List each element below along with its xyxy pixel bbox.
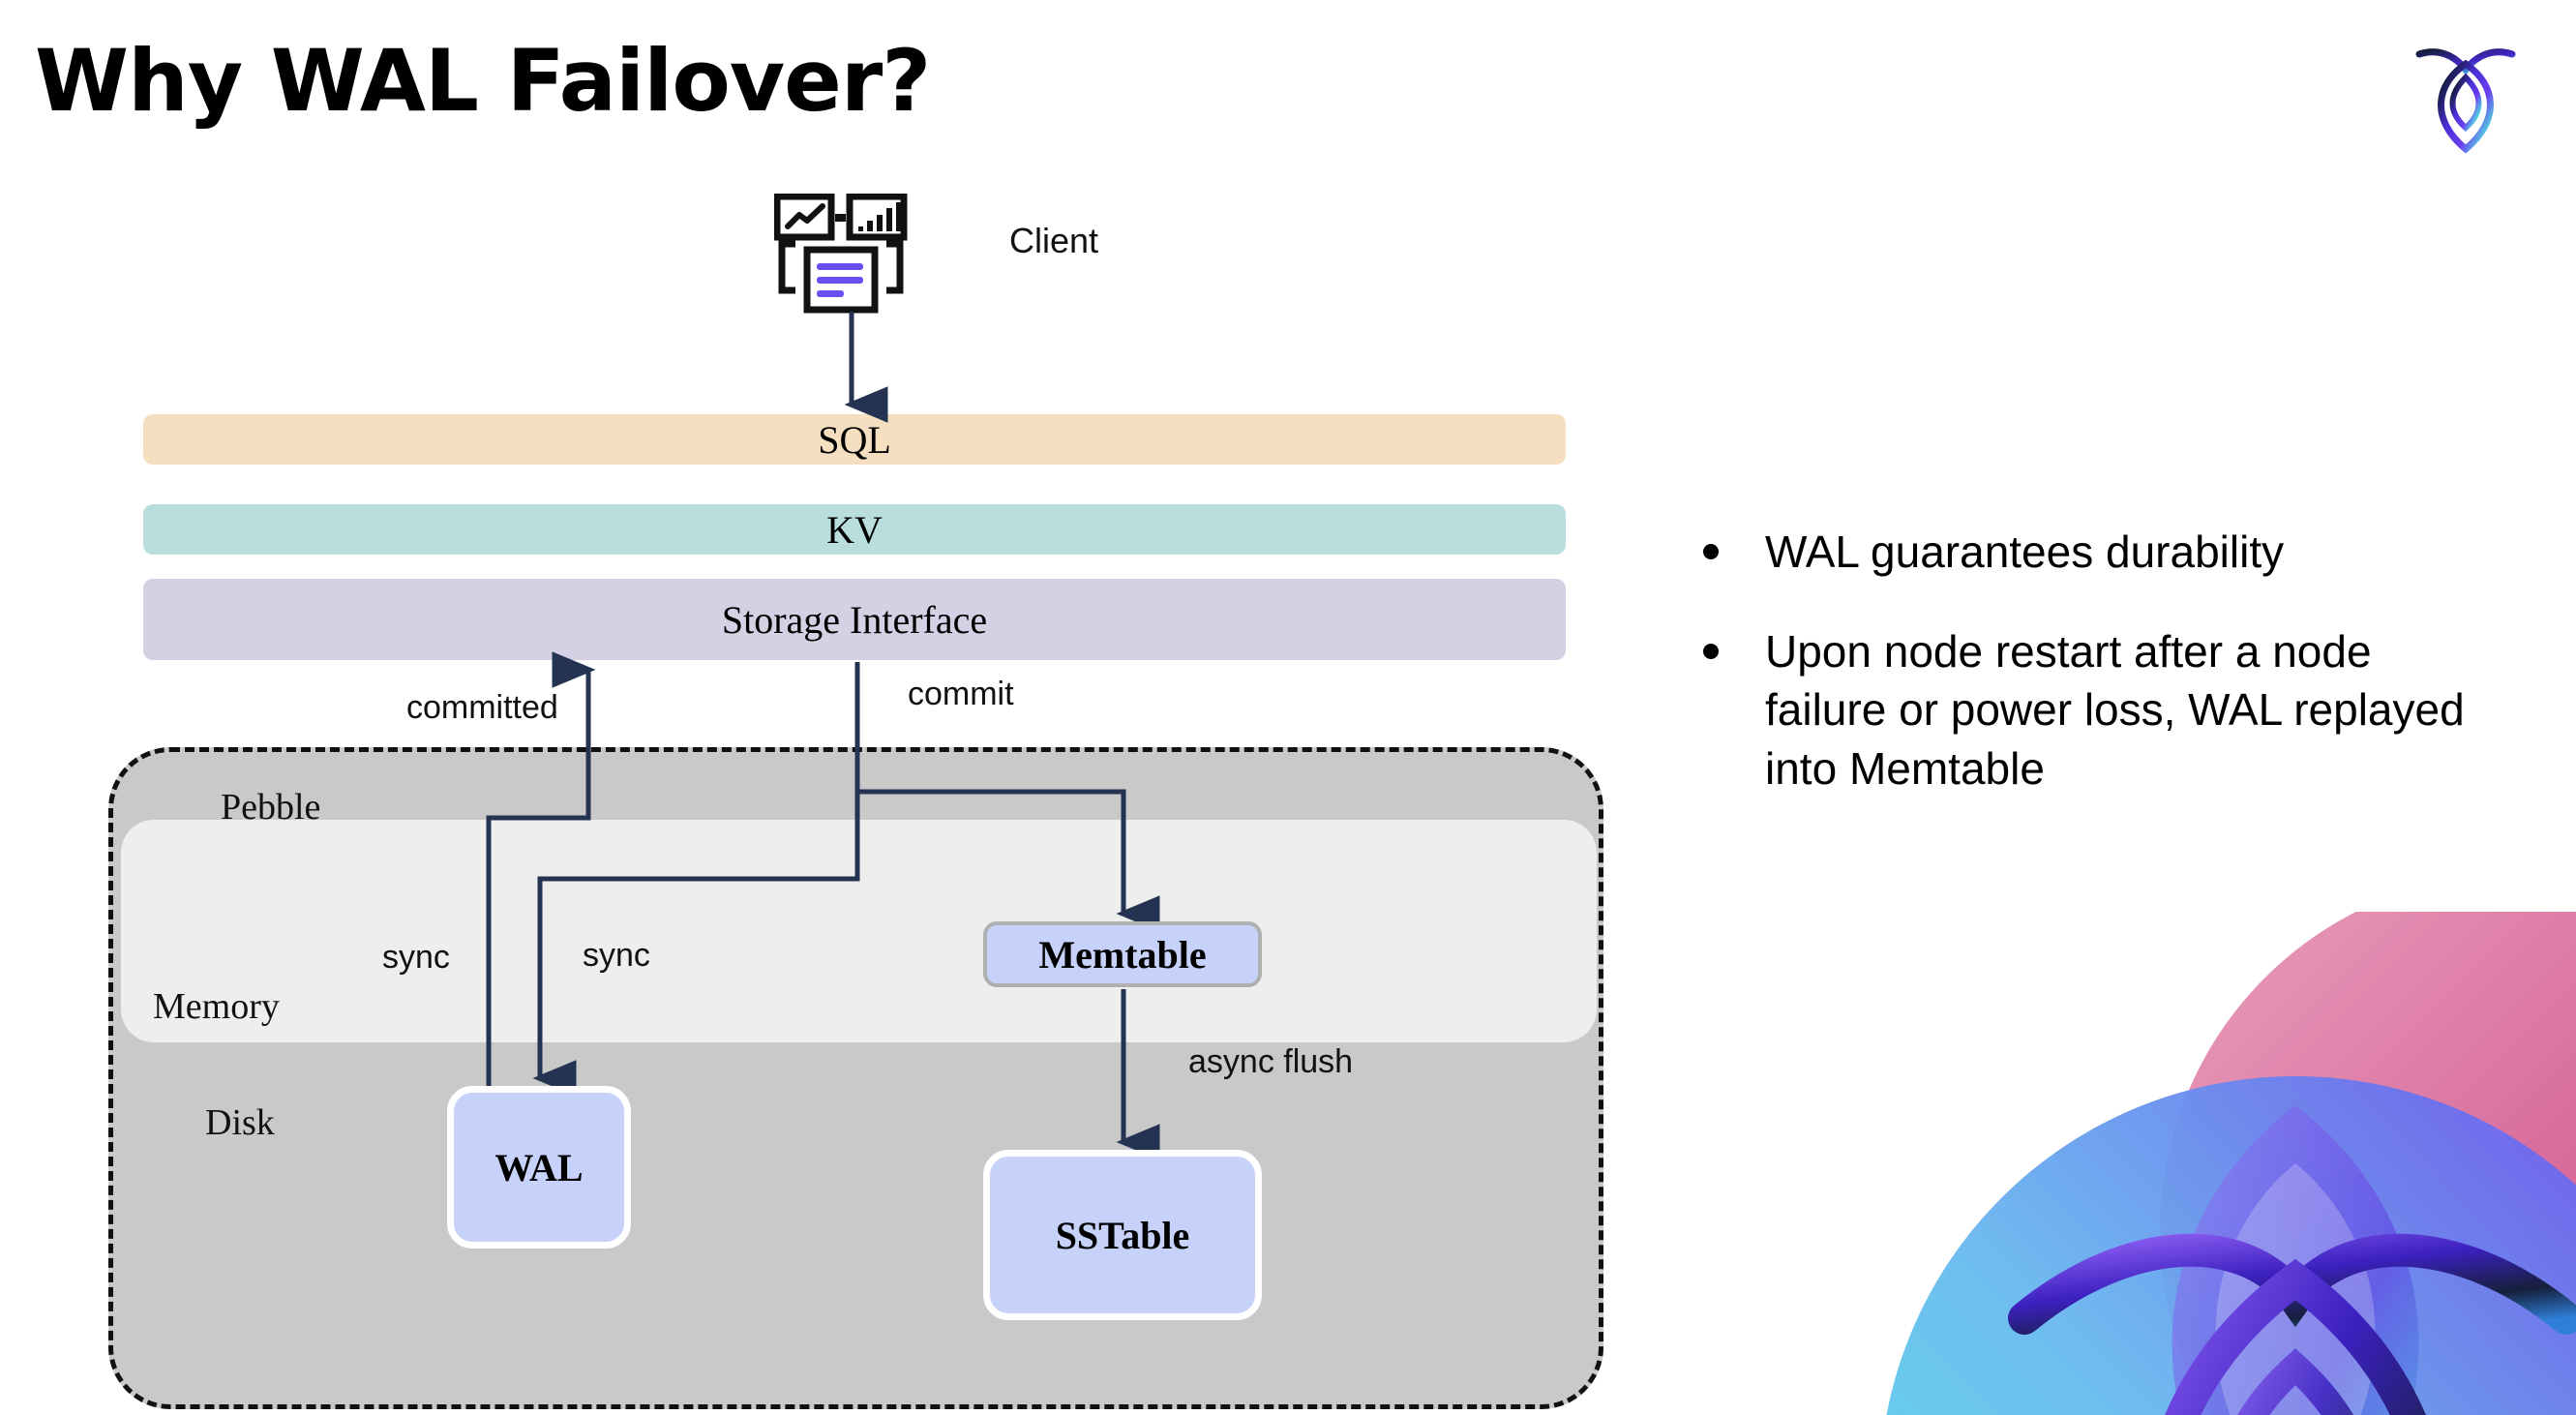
node-label-memtable: Memtable [1038, 932, 1207, 977]
node-sstable[interactable]: SSTable [983, 1150, 1262, 1320]
layer-label-kv: KV [826, 507, 883, 552]
disk-label: Disk [205, 1102, 275, 1143]
bullet-dot-icon [1703, 544, 1719, 559]
pebble-label: Pebble [221, 787, 321, 828]
memory-label: Memory [153, 986, 280, 1027]
pebble-container [108, 747, 1603, 1409]
bullet-dot-icon [1703, 643, 1719, 659]
edge-label-sync-right: sync [583, 937, 650, 974]
edge-label-sync-left: sync [382, 939, 450, 976]
list-item: WAL guarantees durability [1703, 523, 2487, 582]
layer-label-storage-interface: Storage Interface [721, 597, 988, 642]
layer-label-sql: SQL [818, 417, 891, 462]
page-title: Why WAL Failover? [35, 31, 931, 131]
bullet-text: WAL guarantees durability [1765, 527, 2285, 577]
layer-bar-sql[interactable]: SQL [143, 414, 1566, 465]
node-label-wal: WAL [494, 1145, 584, 1189]
bullet-text: Upon node restart after a node failure o… [1765, 625, 2465, 795]
edge-label-committed: committed [406, 689, 558, 726]
node-label-sstable: SSTable [1055, 1213, 1190, 1257]
list-item: Upon node restart after a node failure o… [1703, 622, 2487, 798]
cockroachdb-logo-icon [2411, 39, 2520, 155]
client-label: Client [1009, 221, 1099, 260]
architecture-diagram: Client SQL KV Storage Interface Pebble M… [108, 193, 1603, 1409]
node-wal[interactable]: WAL [447, 1086, 631, 1249]
edge-label-commit: commit [908, 676, 1014, 712]
bullet-list: WAL guarantees durability Upon node rest… [1703, 523, 2487, 839]
client-devices-icon [773, 193, 929, 319]
memory-region [121, 820, 1597, 1042]
edge-label-async-flush: async flush [1188, 1043, 1354, 1080]
decorative-brand-artwork [1841, 912, 2576, 1415]
layer-bar-kv[interactable]: KV [143, 504, 1566, 555]
layer-bar-storage-interface[interactable]: Storage Interface [143, 579, 1566, 660]
node-memtable[interactable]: Memtable [983, 921, 1262, 987]
